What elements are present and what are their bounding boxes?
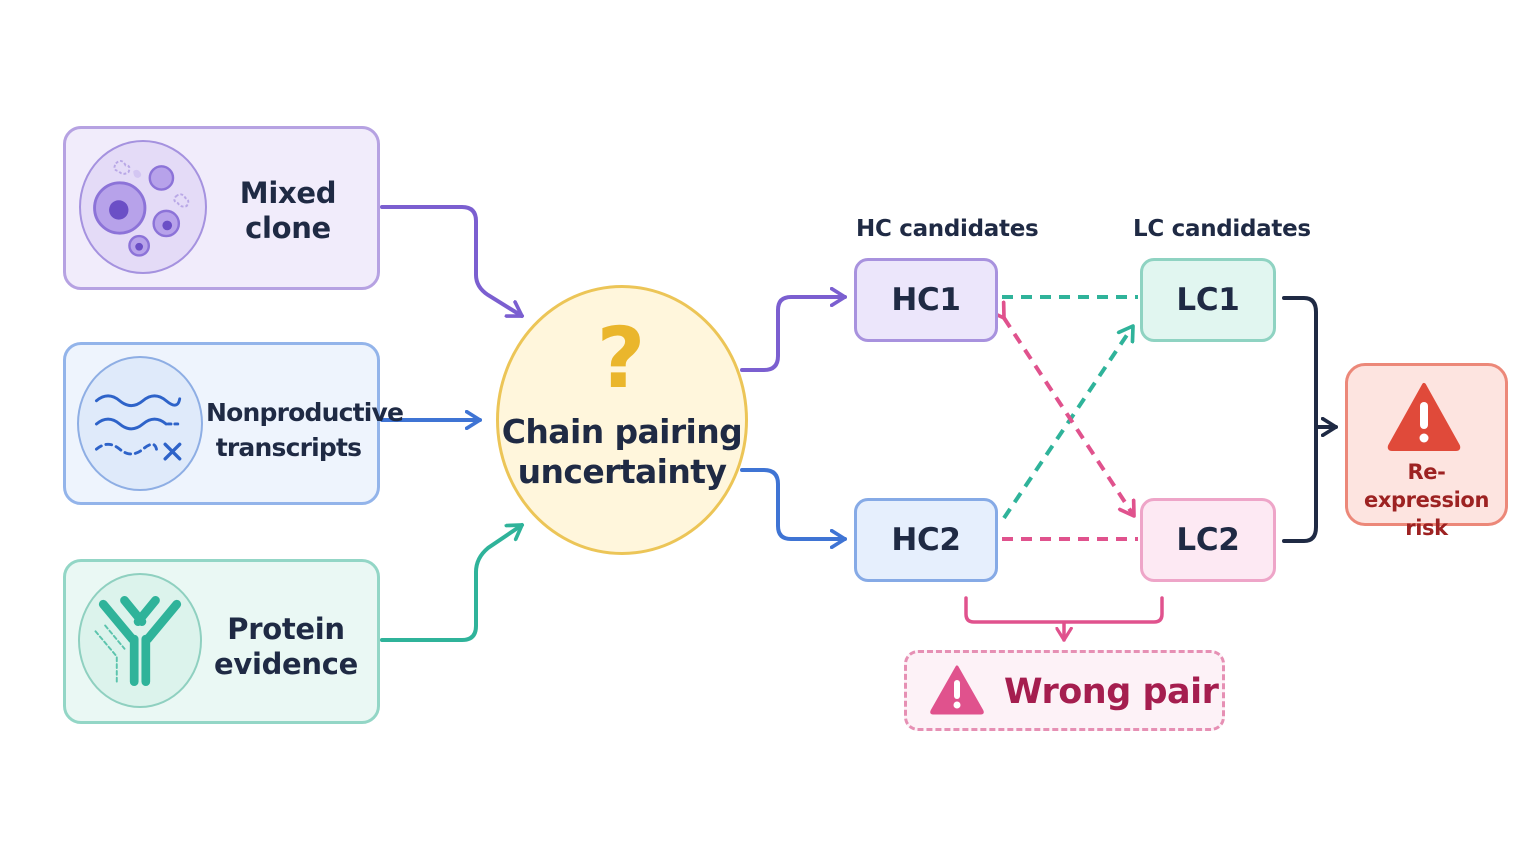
- wrong-pair-bracket: [964, 596, 1164, 640]
- mixed-clone-label-line2: clone: [245, 211, 331, 245]
- center-to-hc2-arrow: [740, 468, 847, 539]
- protein-label-line1: Protein: [227, 612, 345, 646]
- wrong-pair-label: Wrong pair: [1004, 672, 1219, 712]
- warning-triangle-icon: [930, 665, 984, 715]
- chain-pairing-label-line1: Chain pairing: [501, 412, 743, 451]
- hc1-node: HC1: [854, 258, 998, 342]
- hc2-to-lc1-dashed-arrow: [1002, 326, 1133, 520]
- hc2-node: HC2: [854, 498, 998, 582]
- mixed-clone-label: Mixed clone: [215, 176, 361, 246]
- warning-triangle-icon: [1387, 383, 1461, 451]
- lc1-node: LC1: [1140, 258, 1276, 342]
- antibody-icon: [78, 573, 202, 708]
- protein-evidence-label: Protein evidence: [212, 612, 360, 682]
- lc2-hc1-dashed-double-arrow: [1004, 318, 1134, 516]
- lc-candidates-heading: LC candidates: [1133, 216, 1311, 242]
- question-mark-icon: ?: [596, 309, 646, 407]
- chain-pairing-uncertainty-node: [496, 285, 748, 555]
- mixed-clone-arrow: [380, 205, 524, 318]
- nonproductive-transcripts-label: Nonproductive transcripts: [206, 395, 404, 465]
- mixed-clone-label-line1: Mixed: [239, 176, 337, 210]
- broken-transcript-icon: [77, 356, 203, 491]
- re-expression-risk-label: Re-expression risk: [1348, 458, 1505, 542]
- center-to-hc1-arrow: [740, 297, 847, 372]
- cells-icon: [79, 140, 207, 274]
- chain-pairing-label-line2: uncertainty: [517, 452, 727, 491]
- chain-pairing-label: Chain pairing uncertainty: [500, 412, 744, 492]
- protein-label-line2: evidence: [213, 647, 359, 681]
- protein-evidence-arrow: [380, 523, 524, 642]
- nonproductive-label-line1: Nonproductive: [206, 398, 404, 427]
- lc2-node: LC2: [1140, 498, 1276, 582]
- nonproductive-label-line2: transcripts: [215, 433, 362, 462]
- risk-label-line2: risk: [1405, 516, 1448, 540]
- risk-label-line1: Re-expression: [1364, 460, 1489, 512]
- lc-to-risk-bracket: [1282, 296, 1336, 543]
- hc-candidates-heading: HC candidates: [856, 216, 1039, 242]
